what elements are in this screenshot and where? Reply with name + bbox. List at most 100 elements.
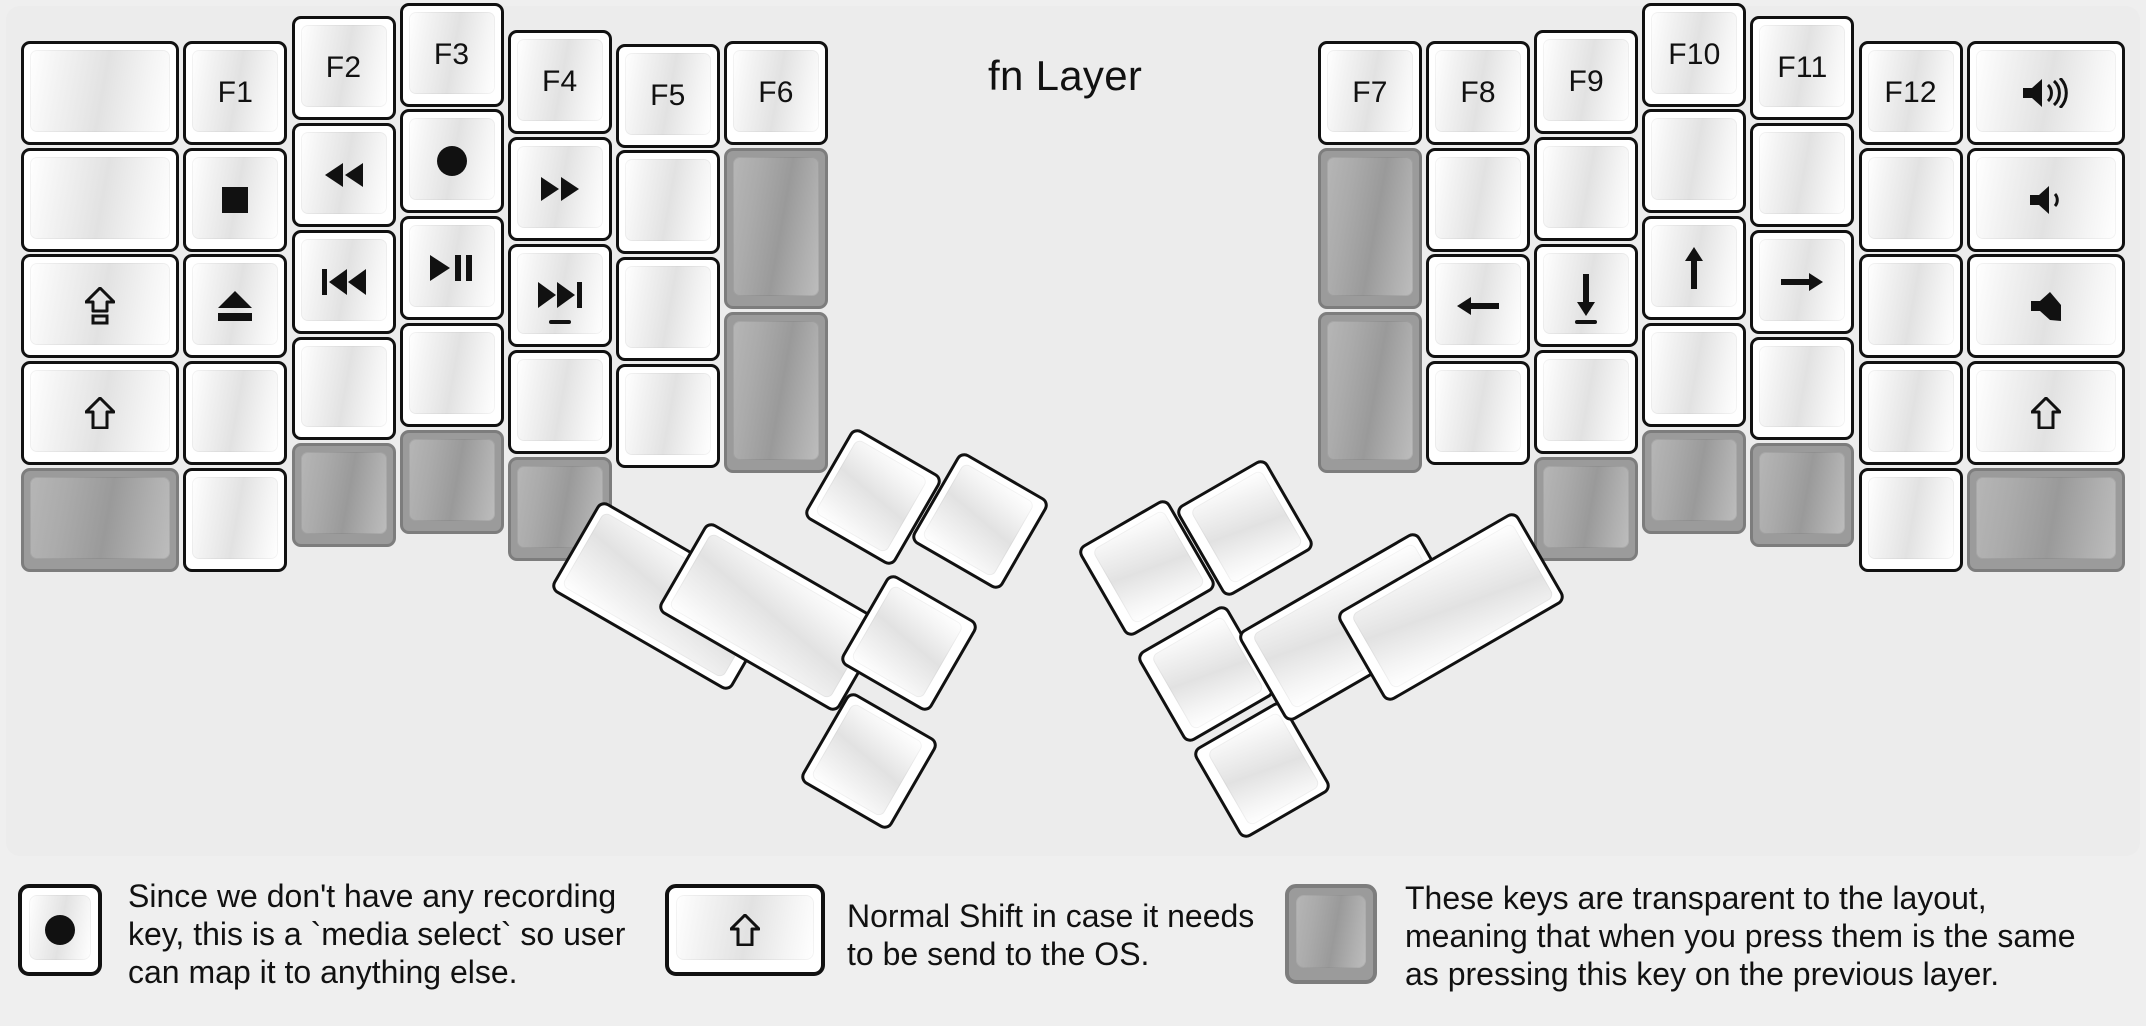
- rewind-icon: [324, 163, 364, 188]
- arrow-right-icon: [1781, 270, 1824, 294]
- key-right-col-middle-r5[interactable]: [1642, 429, 1747, 534]
- volume-up-icon: [2023, 78, 2069, 108]
- key-left-col-ring-r4[interactable]: [291, 336, 396, 441]
- key-right-col-index-r5[interactable]: [1534, 456, 1639, 561]
- keycap-surface: [1435, 50, 1522, 132]
- key-left-col-index-inner-r3[interactable]: [615, 257, 720, 362]
- key-left-col-pinky-outer-r5[interactable]: [20, 467, 180, 572]
- key-right-col-index-r3[interactable]: [1534, 243, 1639, 348]
- key-left-col-ring-r5[interactable]: [291, 443, 396, 548]
- key-label: F5: [650, 78, 686, 112]
- keycap-surface: [624, 266, 711, 349]
- key-right-col-index-inner-r1[interactable]: F8: [1426, 41, 1531, 145]
- key-left-col-pinky-r2[interactable]: [183, 147, 288, 252]
- keycap-surface: [1651, 11, 1738, 94]
- key-left-col-middle-r4[interactable]: [399, 322, 504, 427]
- legend-text-3: These keys are transparent to the layout…: [1405, 880, 2076, 992]
- keycap-surface: [1543, 465, 1630, 548]
- key-left-col-index-r3[interactable]: [507, 243, 612, 348]
- legend-key-sample-1: [18, 884, 102, 976]
- key-left-col-pinky-r5[interactable]: [183, 467, 288, 572]
- key-left-col-inner-r3[interactable]: [724, 311, 828, 474]
- key-left-col-pinky-outer-r1[interactable]: [20, 41, 180, 145]
- key-right-col-middle-r2[interactable]: [1642, 109, 1747, 214]
- legend-footer: Since we don't have any recording key, t…: [0, 866, 2146, 1026]
- key-label: F10: [1668, 37, 1721, 71]
- key-left-col-middle-r1[interactable]: F3: [399, 2, 504, 107]
- keycap-surface: [408, 438, 495, 521]
- key-right-col-pinky-outer-r1[interactable]: [1966, 41, 2126, 145]
- key-left-col-pinky-r3[interactable]: [183, 254, 288, 359]
- key-right-col-index-r4[interactable]: [1534, 350, 1639, 455]
- key-right-col-index-r2[interactable]: [1534, 136, 1639, 241]
- key-right-col-middle-r4[interactable]: [1642, 322, 1747, 427]
- keycap-surface: [1867, 476, 1954, 559]
- legend-item-1: Since we don't have any recording key, t…: [18, 878, 625, 991]
- key-left-col-inner-r2[interactable]: [724, 147, 828, 310]
- key-right-col-pinky-r1[interactable]: F12: [1858, 41, 1963, 145]
- key-right-col-middle-r1[interactable]: F10: [1642, 2, 1747, 107]
- key-label: F4: [542, 65, 578, 99]
- key-left-col-inner-r1[interactable]: F6: [724, 41, 828, 145]
- key-right-col-pinky-r4[interactable]: [1858, 361, 1963, 466]
- shift-arrow-icon: [84, 397, 115, 430]
- key-right-col-pinky-outer-r5[interactable]: [1966, 467, 2126, 572]
- key-right-col-ring-r5[interactable]: [1750, 443, 1855, 548]
- key-right-col-inner-r1[interactable]: F7: [1317, 41, 1422, 145]
- key-right-col-inner-r3[interactable]: [1317, 311, 1422, 474]
- key-left-col-index-r2[interactable]: [507, 136, 612, 241]
- keycap-surface: [1759, 345, 1846, 428]
- key-left-col-index-r1[interactable]: F4: [507, 30, 612, 135]
- keycap-surface: [1867, 263, 1954, 346]
- key-right-col-index-inner-r4[interactable]: [1426, 361, 1531, 466]
- keycap-surface: [1759, 452, 1846, 535]
- legend-key-sample-2: [665, 884, 825, 976]
- key-left-col-index-inner-r2[interactable]: [615, 150, 720, 255]
- key-label: F8: [1460, 76, 1496, 109]
- key-left-col-ring-r3[interactable]: [291, 229, 396, 334]
- keycap-surface: [1759, 25, 1846, 108]
- key-right-col-pinky-outer-r3[interactable]: [1966, 254, 2126, 359]
- keycap-surface: [1651, 118, 1738, 201]
- key-right-col-index-r1[interactable]: F9: [1534, 30, 1639, 135]
- keycap-surface: [516, 39, 603, 122]
- keycap-surface: [1543, 359, 1630, 442]
- key-left-col-pinky-outer-r4[interactable]: [20, 361, 180, 466]
- key-left-col-pinky-outer-r3[interactable]: [20, 254, 180, 359]
- key-left-col-pinky-r1[interactable]: F1: [183, 41, 288, 145]
- key-right-col-pinky-r5[interactable]: [1858, 467, 1963, 572]
- keycap-surface: [516, 145, 603, 228]
- key-left-col-pinky-outer-r2[interactable]: [20, 147, 180, 252]
- key-right-col-pinky-r3[interactable]: [1858, 254, 1963, 359]
- key-right-col-index-inner-r3[interactable]: [1426, 254, 1531, 359]
- keycap-surface: [624, 159, 711, 242]
- key-right-col-inner-r2[interactable]: [1317, 147, 1422, 310]
- key-left-col-index-r4[interactable]: [507, 350, 612, 455]
- key-left-col-middle-r2[interactable]: [399, 109, 504, 214]
- keycap-surface: [192, 476, 279, 559]
- key-right-col-ring-r3[interactable]: [1750, 229, 1855, 334]
- key-right-col-pinky-outer-r4[interactable]: [1966, 361, 2126, 466]
- key-left-col-middle-r3[interactable]: [399, 216, 504, 321]
- key-right-col-index-inner-r2[interactable]: [1426, 147, 1531, 252]
- key-left-col-middle-r5[interactable]: [399, 429, 504, 534]
- key-left-col-ring-r1[interactable]: F2: [291, 16, 396, 121]
- key-left-col-index-inner-r4[interactable]: [615, 363, 720, 468]
- shift-arrow-icon: [2031, 397, 2062, 430]
- key-right-col-middle-r3[interactable]: [1642, 216, 1747, 321]
- key-right-col-pinky-outer-r2[interactable]: [1966, 147, 2126, 252]
- keycap-surface: [733, 156, 819, 297]
- key-left-col-pinky-r4[interactable]: [183, 361, 288, 466]
- keycap-surface: [1326, 320, 1413, 461]
- keycap-surface: [408, 331, 495, 414]
- keycap-surface: [29, 50, 171, 132]
- key-right-col-ring-r4[interactable]: [1750, 336, 1855, 441]
- volume-down-icon: [2030, 185, 2062, 215]
- keycap-surface: [1867, 50, 1954, 132]
- key-left-col-index-inner-r1[interactable]: F5: [615, 43, 720, 148]
- key-right-col-pinky-r2[interactable]: [1858, 147, 1963, 252]
- key-left-col-ring-r2[interactable]: [291, 123, 396, 228]
- key-right-col-ring-r2[interactable]: [1750, 123, 1855, 228]
- key-right-col-ring-r1[interactable]: F11: [1750, 16, 1855, 121]
- keycap-surface: [408, 225, 495, 308]
